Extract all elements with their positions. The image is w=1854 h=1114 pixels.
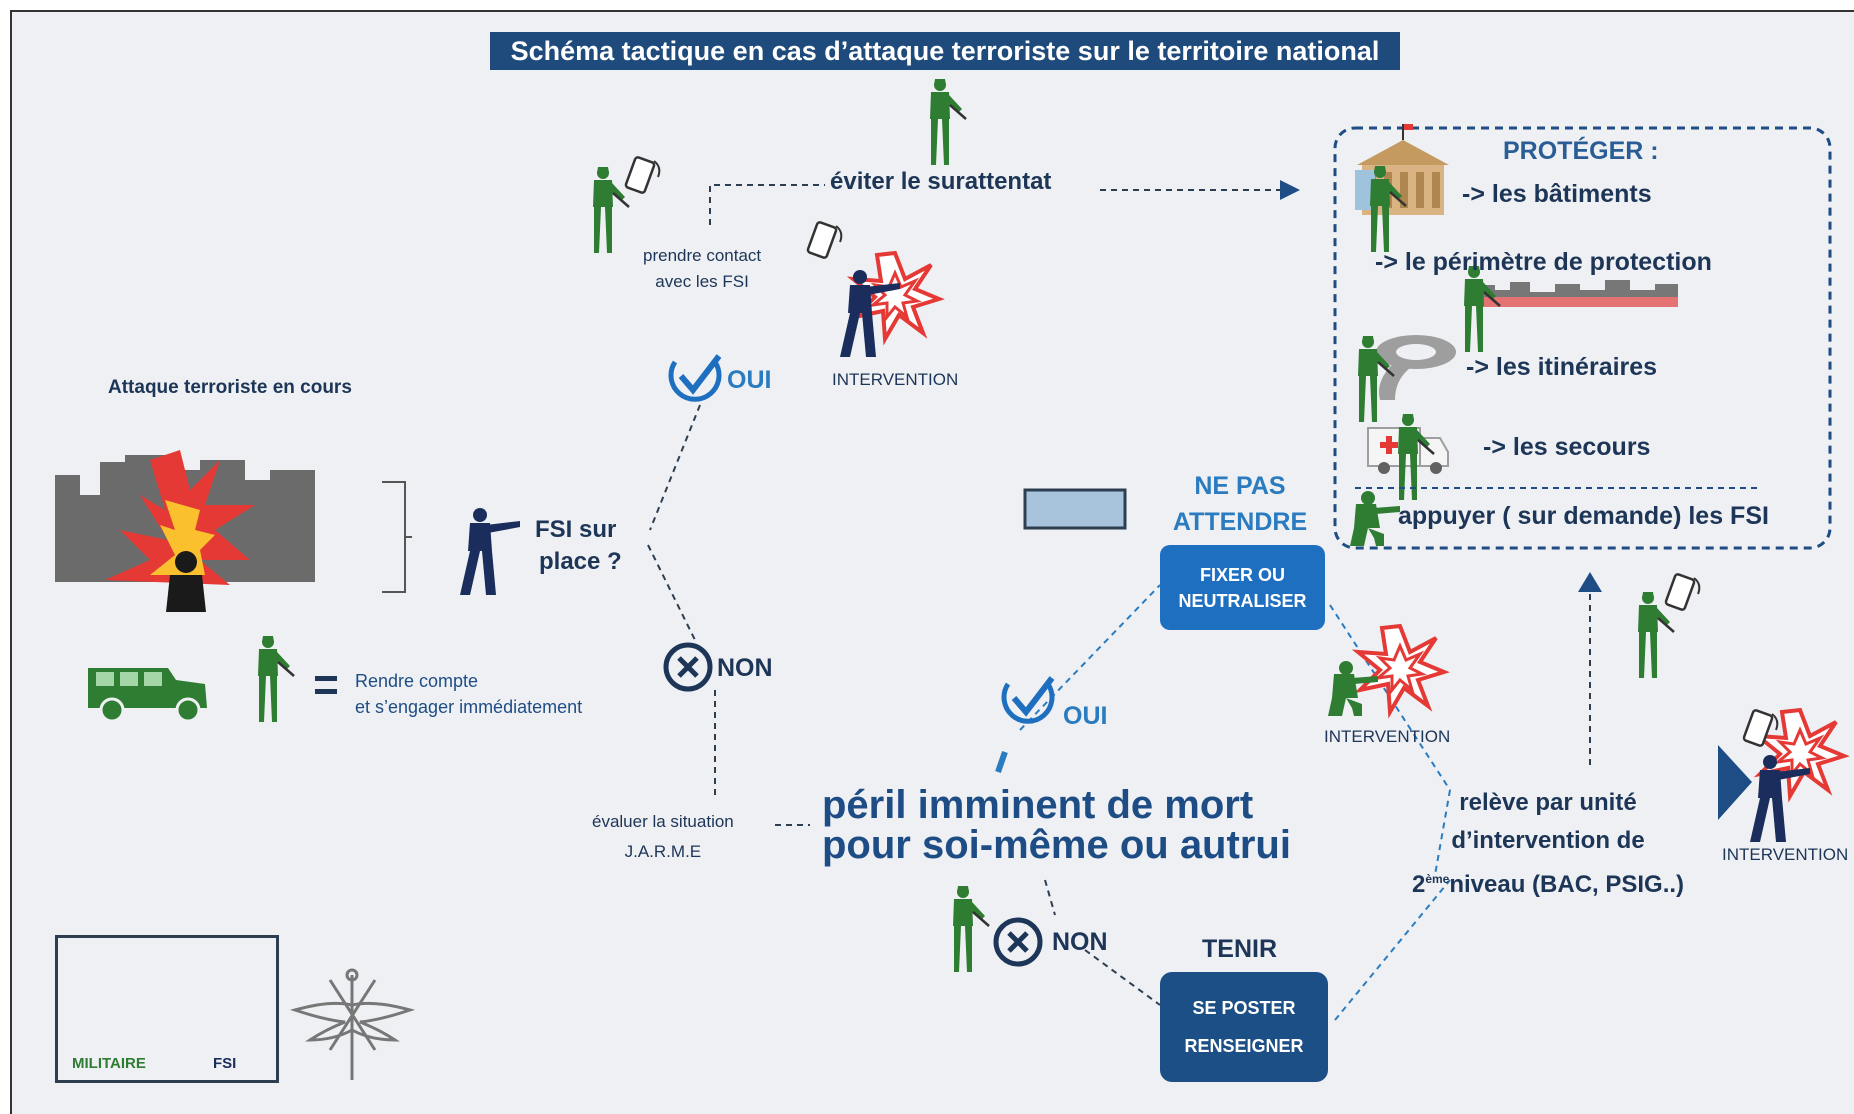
check-circle-icon <box>1004 678 1052 721</box>
flow-connectors <box>647 184 1591 1006</box>
check-circle-icon <box>671 356 719 399</box>
military-vehicle-icon <box>88 668 207 723</box>
phone-icon <box>1663 572 1701 612</box>
diagram-panel <box>10 10 1854 1114</box>
legend-fsi-label: FSI <box>213 1055 237 1072</box>
fsi-officer-icon <box>460 508 520 595</box>
protect-item-buildings: -> les bâtiments <box>1462 180 1652 208</box>
intervention-label-far-right: INTERVENTION <box>1722 845 1849 864</box>
protect-box-frame <box>1333 126 1832 550</box>
intervention-label-top: INTERVENTION <box>832 370 959 389</box>
soldier-icon <box>256 634 296 724</box>
soldier-icon <box>928 77 968 167</box>
protect-title: PROTÉGER : <box>1503 137 1659 165</box>
intervention-label-right: INTERVENTION <box>1324 727 1451 746</box>
cross-circle-icon <box>996 920 1040 964</box>
cross-circle-icon <box>666 645 710 689</box>
attack-label: Attaque terroriste en cours <box>108 377 352 398</box>
legend-box <box>55 935 279 1083</box>
emblem-icon <box>289 968 416 1080</box>
diagram-title: Schéma tactique en cas d’attaque terrori… <box>490 32 1400 70</box>
arrow-up-icon <box>1578 572 1602 592</box>
contact-fsi-text: prendre contact avec les FSI <box>643 246 762 291</box>
roads-icon <box>1376 335 1456 400</box>
kneeling-soldier-icon <box>1350 491 1400 546</box>
soldier-icon <box>1462 264 1502 354</box>
explosion-icon <box>1356 624 1446 714</box>
arrow-right-icon <box>1280 180 1300 200</box>
protect-item-routes: -> les itinéraires <box>1466 353 1658 381</box>
attack-scene-icon <box>55 450 315 612</box>
legend-military-label: MILITAIRE <box>72 1055 146 1072</box>
bracket <box>382 481 412 593</box>
non-label-middle: NON <box>717 654 773 682</box>
oui-label-middle: OUI <box>1063 702 1108 730</box>
rectangle-marker <box>1023 488 1127 530</box>
avoid-secondary-attack-text: éviter le surattentat <box>830 168 1052 195</box>
protect-support-text: appuyer ( sur demande) les FSI <box>1398 502 1769 530</box>
non-label-bottom: NON <box>1052 928 1108 956</box>
soldier-icon <box>951 884 991 974</box>
fsi-question: FSI sur place ? <box>535 516 622 575</box>
soldier-icon <box>591 165 631 255</box>
hold-header: TENIR <box>1202 935 1277 963</box>
imminent-danger-text: péril imminent de mort pour soi-même ou … <box>822 783 1291 867</box>
phone-icon <box>623 155 661 195</box>
perimeter-fence-icon <box>1483 280 1678 307</box>
oui-label-top: OUI <box>727 366 772 394</box>
protect-item-rescue: -> les secours <box>1483 433 1651 461</box>
vehicle-rule-text: Rendre compte et s’engager immédiatement <box>355 671 583 717</box>
evaluate-situation-text: évaluer la situation J.A.R.M.E <box>592 812 734 861</box>
equals-icon <box>315 676 337 694</box>
protect-item-perimeter: -> le périmètre de protection <box>1375 248 1712 276</box>
dont-wait-header: NE PAS ATTENDRE <box>1172 472 1308 536</box>
phone-icon <box>805 220 843 260</box>
chevron-right-icon <box>1718 745 1752 820</box>
relief-text: relève par unité d’intervention de 2èmen… <box>1411 789 1685 898</box>
